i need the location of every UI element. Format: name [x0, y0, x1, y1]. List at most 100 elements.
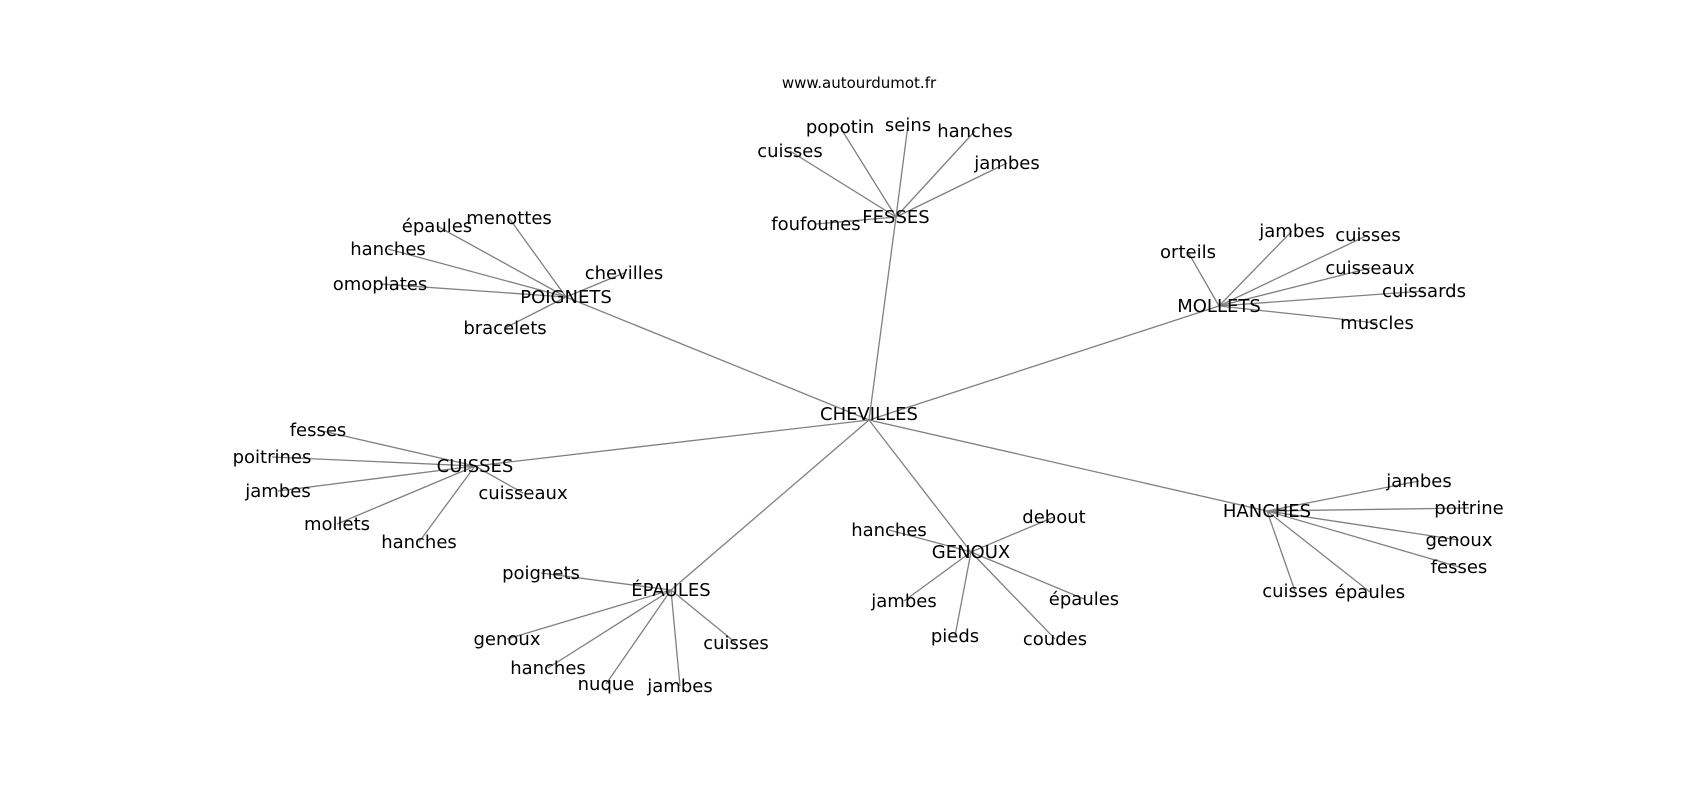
edge-cuisses-leaf: [336, 465, 476, 525]
hub-node-cuisses: CUISSES: [437, 456, 514, 477]
edge-mollets-leaf: [1218, 290, 1425, 307]
edge-fesses-leaf: [895, 162, 1008, 218]
leaf-node-fesses: popotin: [806, 117, 874, 138]
leaf-node-hanches: épaules: [1335, 582, 1405, 603]
hub-node-genoux: GENOUX: [932, 542, 1010, 563]
edge-center-hanches: [868, 419, 1268, 512]
leaf-node-hanches: jambes: [1385, 471, 1451, 492]
hub-node-poignets: POIGNETS: [520, 287, 612, 308]
leaf-node-hanches: cuisses: [1262, 581, 1328, 602]
leaf-node-cuisses: poitrines: [233, 447, 312, 468]
leaf-node-genoux: épaules: [1049, 589, 1119, 610]
leaf-node-mollets: orteils: [1160, 242, 1216, 263]
leaf-node-hanches: fesses: [1431, 557, 1488, 578]
edge-genoux-leaf: [903, 551, 972, 602]
edge-center-poignets: [565, 296, 870, 421]
edge-cuisses-leaf: [474, 465, 524, 494]
leaf-node-genoux: jambes: [870, 591, 936, 612]
edge-genoux-leaf: [888, 529, 972, 553]
leaf-node-fesses: hanches: [937, 121, 1013, 142]
hub-node-mollets: MOLLETS: [1177, 296, 1261, 317]
leaf-node-cuisses: hanches: [381, 532, 457, 553]
leaf-node-cuisses: jambes: [244, 481, 310, 502]
edge-fesses-leaf: [789, 150, 897, 218]
leaf-node-poignets: menottes: [466, 208, 552, 229]
leaf-node-poignets: chevilles: [585, 263, 664, 284]
leaf-node-cuisses: mollets: [304, 514, 370, 535]
leaf-node-mollets: cuisses: [1335, 225, 1401, 246]
edge-hanches-leaf: [1266, 507, 1470, 512]
hub-node-fesses: FESSES: [862, 207, 929, 228]
edge-center-fesses: [868, 216, 897, 421]
edge-genoux-leaf: [970, 551, 1056, 640]
leaf-node-cuisses: cuisseaux: [478, 483, 568, 504]
edge-mollets-leaf: [1218, 234, 1369, 307]
leaf-node-genoux: debout: [1022, 507, 1085, 528]
edge-center-mollets: [868, 305, 1220, 421]
leaf-node-poignets: omoplates: [333, 274, 428, 295]
edge-center-epaules: [670, 419, 870, 591]
edge-mollets-leaf: [1218, 305, 1378, 324]
source-url: www.autourdumot.fr: [782, 74, 937, 92]
edges-layer: [271, 124, 1470, 687]
edge-cuisses-leaf: [271, 456, 476, 467]
leaf-node-fesses: cuisses: [757, 141, 823, 162]
edge-genoux-leaf: [970, 551, 1085, 600]
leaf-node-epaules: jambes: [646, 676, 712, 697]
leaf-node-genoux: hanches: [851, 520, 927, 541]
edge-hanches-leaf: [1266, 510, 1296, 592]
edge-poignets-leaf: [508, 217, 567, 298]
edge-poignets-leaf: [436, 225, 567, 298]
leaf-node-cuisses: fesses: [290, 420, 347, 441]
edge-poignets-leaf: [379, 283, 567, 298]
leaf-node-genoux: coudes: [1023, 629, 1087, 650]
leaf-node-mollets: jambes: [1258, 221, 1324, 242]
hub-node-epaules: ÉPAULES: [631, 579, 710, 601]
edge-hanches-leaf: [1266, 510, 1460, 541]
edge-genoux-leaf: [954, 551, 972, 637]
edge-hanches-leaf: [1266, 510, 1371, 593]
leaf-node-fesses: foufounes: [771, 214, 860, 235]
edge-epaules-leaf: [506, 589, 672, 640]
edge-epaules-leaf: [670, 589, 737, 644]
hub-node-hanches: HANCHES: [1223, 501, 1311, 522]
leaf-node-poignets: bracelets: [463, 318, 546, 339]
edge-fesses-leaf: [895, 130, 976, 218]
edge-cuisses-leaf: [277, 465, 476, 492]
edge-epaules-leaf: [547, 589, 672, 669]
leaf-node-mollets: cuissards: [1382, 281, 1466, 302]
leaf-node-epaules: genoux: [474, 629, 541, 650]
leaf-node-epaules: nuque: [578, 674, 635, 695]
edge-mollets-leaf: [1187, 251, 1220, 307]
edge-genoux-leaf: [970, 516, 1055, 553]
nodes-layer: FESSES popotin seins hanches cuisses jambes fo…: [233, 115, 1504, 697]
leaf-node-mollets: muscles: [1340, 313, 1414, 334]
leaf-node-hanches: genoux: [1426, 530, 1493, 551]
edge-center-cuisses: [474, 419, 870, 467]
leaf-node-fesses: seins: [885, 115, 931, 136]
leaf-node-epaules: hanches: [510, 658, 586, 679]
center-node-label: CHEVILLES: [820, 404, 918, 425]
edge-hanches-leaf: [1266, 510, 1460, 568]
leaf-node-epaules: poignets: [502, 563, 580, 584]
edge-poignets-leaf: [387, 248, 567, 298]
edge-fesses-leaf: [815, 216, 897, 225]
leaf-node-fesses: jambes: [973, 153, 1039, 174]
edge-poignets-leaf: [565, 272, 625, 298]
edge-epaules-leaf: [670, 589, 681, 687]
leaf-node-hanches: poitrine: [1434, 498, 1503, 519]
leaf-node-poignets: épaules: [402, 216, 472, 237]
edge-poignets-leaf: [504, 296, 567, 329]
leaf-node-genoux: pieds: [931, 626, 979, 647]
edge-cuisses-leaf: [418, 465, 476, 543]
leaf-node-poignets: hanches: [350, 239, 426, 260]
edge-mollets-leaf: [1218, 267, 1371, 307]
leaf-node-epaules: cuisses: [703, 633, 769, 654]
edge-epaules-leaf: [540, 572, 672, 591]
edge-fesses-leaf: [895, 124, 909, 218]
edge-epaules-leaf: [605, 589, 672, 685]
edge-hanches-leaf: [1266, 480, 1420, 512]
leaf-node-mollets: cuisseaux: [1325, 258, 1415, 279]
edge-cuisses-leaf: [317, 429, 476, 467]
